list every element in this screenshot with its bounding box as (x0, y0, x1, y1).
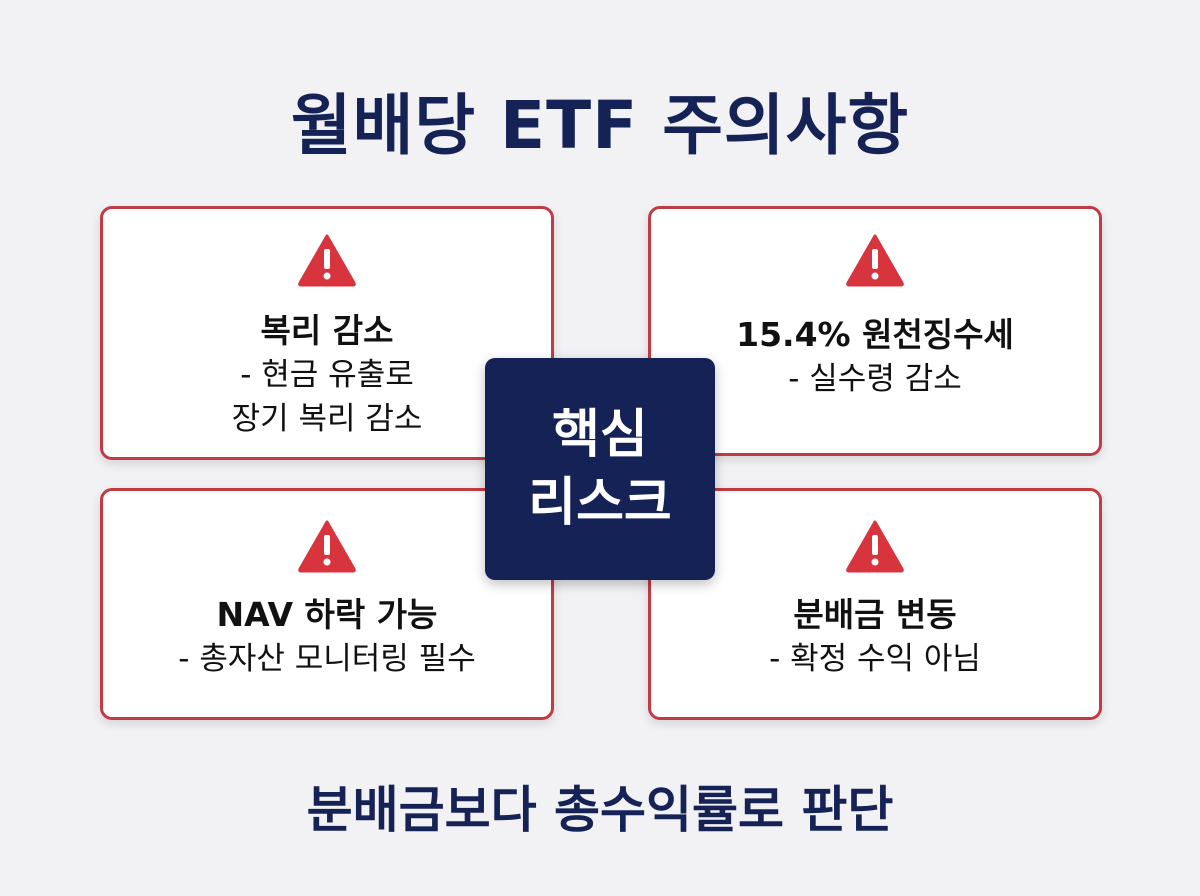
warning-icon (298, 234, 356, 287)
warning-icon (298, 520, 356, 573)
card-description: - 실수령 감소 (788, 361, 962, 397)
risk-card-withholding-tax: 15.4% 원천징수세 - 실수령 감소 (648, 206, 1102, 456)
card-title: NAV 하락 가능 (216, 595, 438, 634)
card-title: 15.4% 원천징수세 (736, 315, 1014, 354)
risk-card-nav-decline: NAV 하락 가능 - 총자산 모니터링 필수 (100, 488, 554, 720)
card-text: 분배금 변동 - 확정 수익 아님 (651, 593, 1099, 681)
warning-icon (846, 234, 904, 287)
footer-conclusion: 분배금보다 총수익률로 판단 (306, 781, 894, 839)
card-text: NAV 하락 가능 - 총자산 모니터링 필수 (103, 593, 551, 681)
card-text: 15.4% 원천징수세 - 실수령 감소 (651, 313, 1099, 401)
card-title: 분배금 변동 (793, 595, 957, 634)
core-risk-box: 핵심 리스크 (485, 358, 715, 580)
card-description: - 확정 수익 아님 (769, 641, 981, 677)
warning-icon (846, 520, 904, 573)
card-description: - 현금 유출로 장기 복리 감소 (231, 357, 423, 437)
risk-card-distribution-change: 분배금 변동 - 확정 수익 아님 (648, 488, 1102, 720)
risk-card-compound: 복리 감소 - 현금 유출로 장기 복리 감소 (100, 206, 554, 460)
card-description: - 총자산 모니터링 필수 (178, 641, 476, 677)
page-title: 월배당 ETF 주의사항 (290, 87, 910, 164)
card-text: 복리 감소 - 현금 유출로 장기 복리 감소 (103, 309, 551, 441)
card-title: 복리 감소 (260, 311, 394, 350)
